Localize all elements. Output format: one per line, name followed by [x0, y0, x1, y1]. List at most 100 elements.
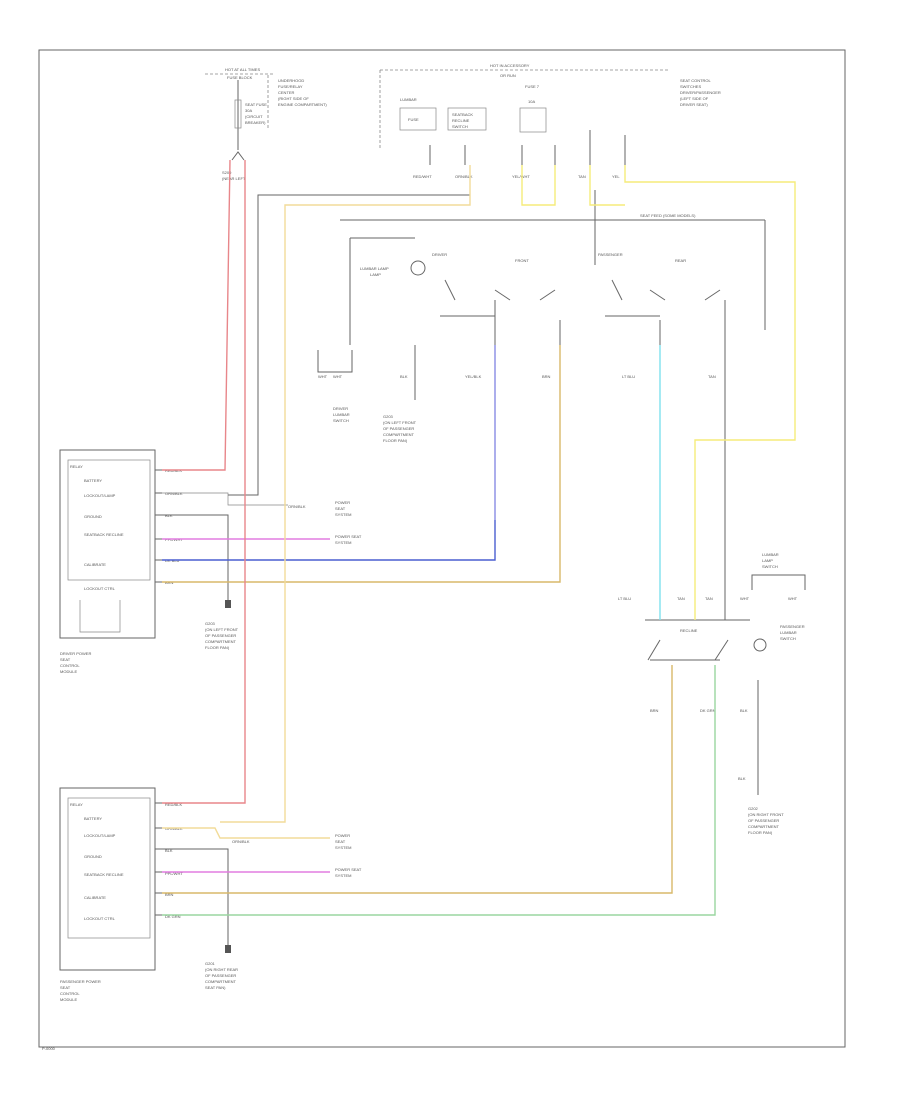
yellow-long-wire	[624, 165, 796, 620]
right-lumbar-label-2: LUMBAR	[780, 630, 797, 635]
passenger-module-box	[59, 787, 156, 971]
underhood-label-3: CENTER	[278, 90, 295, 95]
switch-contacts	[440, 279, 726, 345]
g201-loc-4: SEAT PAN)	[205, 985, 226, 990]
passenger-brn-wire	[162, 665, 673, 894]
passenger-red-wire	[162, 160, 246, 804]
conn-top-label-5: YEL	[612, 174, 620, 179]
seatback-label: SEATBACK	[452, 112, 473, 117]
conn-top-label-3: YEL/WHT	[512, 174, 530, 179]
passenger-power-seat-1: POWER	[335, 833, 350, 838]
passenger-power-seat-2: SEAT	[335, 839, 346, 844]
driver-red-wire	[162, 159, 231, 471]
driver-module-caption-2: SEAT	[60, 657, 71, 662]
switch-driver-label: DRIVER	[432, 252, 447, 257]
driver-g-label-1: G203	[205, 621, 216, 626]
g203-loc-4: FLOOR PAN)	[383, 438, 408, 443]
fuse-label-3: (CIRCUIT	[245, 114, 263, 119]
g202-loc-1: (ON RIGHT FRONT	[748, 812, 784, 817]
fuse7-symbol	[519, 107, 547, 133]
g203-loc-1: (ON LEFT FRONT	[383, 420, 417, 425]
top-connector-pins	[429, 130, 626, 165]
fuse-label: FUSE	[408, 117, 419, 122]
g202-loc-4: FLOOR PAN)	[748, 830, 773, 835]
driver-lumbar-label-2: LUMBAR	[333, 412, 350, 417]
driver-g-label-3: OF PASSENGER	[205, 633, 236, 638]
right-contact-1	[647, 639, 661, 661]
driver-ground-symbol	[225, 600, 231, 608]
driver-power-seat-2: SEAT	[335, 506, 346, 511]
driver-power-seat-1: POWER	[335, 500, 350, 505]
lamp-label: LAMP	[370, 272, 381, 277]
driver-ornblk-to-top	[228, 165, 471, 496]
blk-wire-label: BLK	[400, 374, 408, 379]
right-lumbar-label-3: SWITCH	[780, 636, 796, 641]
conn-top-label-2: ORN/BLK	[455, 174, 473, 179]
right-ltblu-label: LT BLU	[618, 596, 631, 601]
driver-module-pins	[155, 469, 162, 583]
driver-pink-label-2: SYSTEM	[335, 540, 351, 545]
passenger-module-head: RELAY	[70, 802, 83, 807]
driver-tan-wire	[162, 345, 561, 583]
driver-blue-wire	[162, 345, 496, 561]
right-switch-label-1: LUMBAR	[762, 552, 779, 557]
right-recline-label: RECLINE	[680, 628, 698, 633]
conn-top-label-4: TAN	[578, 174, 586, 179]
svg-text:LOCKOUT/LAMP: LOCKOUT/LAMP	[84, 833, 116, 838]
right-lamp-icon	[753, 638, 767, 652]
g201-loc-3: COMPARTMENT	[205, 979, 237, 984]
driver-g-label-2: (ON LEFT FRONT	[205, 627, 239, 632]
passenger-ornblk-label: ORN/BLK	[232, 839, 250, 844]
svg-text:SEATBACK RECLINE: SEATBACK RECLINE	[84, 872, 124, 877]
g203-loc-3: COMPARTMENT	[383, 432, 415, 437]
passenger-module-rows: BATTERY LOCKOUT/LAMP GROUND SEATBACK REC…	[84, 816, 124, 921]
fuse7-amp: 10A	[528, 99, 535, 104]
passenger-green-wire	[162, 665, 716, 916]
right-brn-label: BRN	[650, 708, 659, 713]
driver-module-motor	[79, 600, 121, 633]
lumbar-lamp-label: LUMBAR LAMP	[360, 266, 389, 271]
recline-switch-box	[447, 107, 487, 131]
right-wht-label-2: WHT	[788, 596, 798, 601]
driver-module-inner	[67, 459, 151, 581]
yellow-loop-wire	[521, 165, 556, 206]
seat-control-label-2: SWITCHES	[680, 84, 701, 89]
driver-module-rows: BATTERY LOCKOUT/LAMP GROUND SEATBACK REC…	[84, 478, 124, 591]
g203-label: G203	[383, 414, 394, 419]
underhood-label-5: ENGINE COMPARTMENT)	[278, 102, 327, 107]
g203-loc-2: OF PASSENGER	[383, 426, 414, 431]
passenger-blk-wire	[162, 848, 229, 945]
g202-loc-2: OF PASSENGER	[748, 818, 779, 823]
svg-text:SEATBACK RECLINE: SEATBACK RECLINE	[84, 532, 124, 537]
splice-s200-location: (NEAR LEFT	[222, 176, 246, 181]
driver-module-caption-3: CONTROL	[60, 663, 80, 668]
g201-loc-2: OF PASSENGER	[205, 973, 236, 978]
fuse7-label: FUSE 7	[525, 84, 540, 89]
driver-module-caption-4: MODULE	[60, 669, 77, 674]
seat-control-label-1: SEAT CONTROL	[680, 78, 712, 83]
driver-module-head: RELAY	[70, 464, 83, 469]
svg-text:GROUND: GROUND	[84, 854, 102, 859]
passenger-module-caption-3: CONTROL	[60, 991, 80, 996]
svg-text:DK GRN: DK GRN	[165, 914, 181, 919]
right-blk-lower-label: BLK	[738, 776, 746, 781]
lumbar-lamp-icon	[410, 260, 426, 276]
svg-text:GROUND: GROUND	[84, 514, 102, 519]
passenger-pink-label-1: POWER SEAT	[335, 867, 362, 872]
accessory-title: HOT IN ACCESSORY	[490, 63, 530, 68]
lamp-wire-1: WHT	[318, 374, 328, 379]
right-switch-label-2: LAMP	[762, 558, 773, 563]
g202-loc-3: COMPARTMENT	[748, 824, 780, 829]
g201-label: G201	[205, 961, 216, 966]
driver-module-caption-1: DRIVER POWER	[60, 651, 91, 656]
driver-wire-labels: RED/BLK ORN/BLK BLK PPL/WHT DK BLU BRN	[165, 468, 183, 585]
recline-label: RECLINE	[452, 118, 470, 123]
ltblu-label: LT BLU	[622, 374, 635, 379]
passenger-power-seat-3: SYSTEM	[335, 845, 351, 850]
driver-blk-wire	[162, 514, 229, 600]
lumbar-label: LUMBAR	[400, 97, 417, 102]
driver-g-label-5: FLOOR PAN)	[205, 645, 230, 650]
accessory-subtitle: OR RUN	[500, 73, 516, 78]
